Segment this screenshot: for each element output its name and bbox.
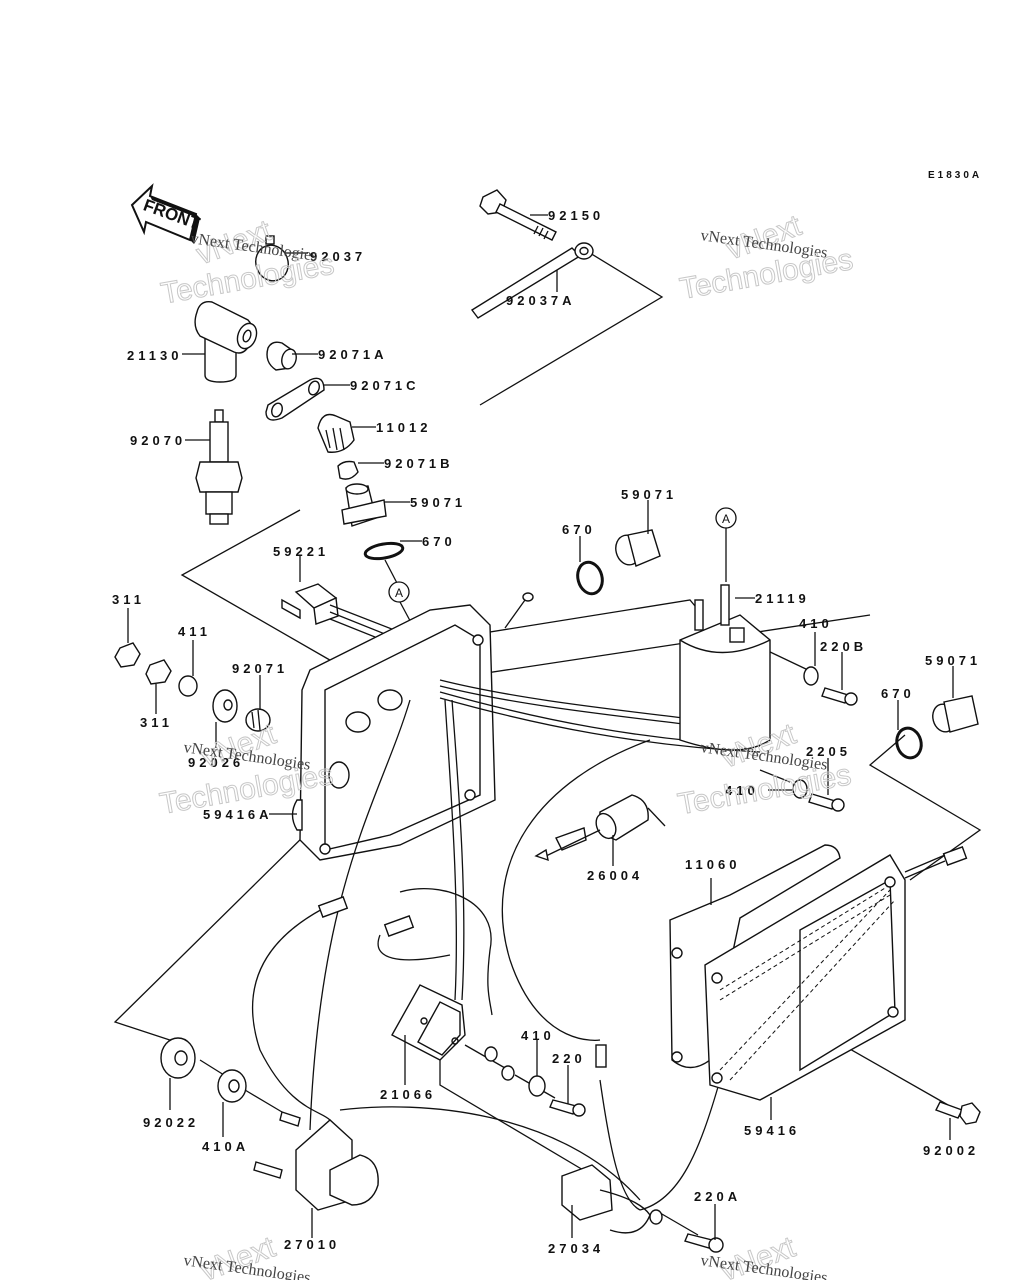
part-59071-fitting-b (615, 529, 661, 567)
part-410-washer-a (803, 666, 819, 686)
connector-a (317, 896, 349, 918)
label-27010: 27010 (284, 1237, 340, 1252)
label-2205: 2205 (806, 744, 851, 759)
part-11012-cap (317, 413, 355, 453)
part-labels: 92037 92150 92037A 21130 92071A 92071C 1… (112, 208, 981, 1256)
part-670-oring-a (363, 541, 405, 561)
svg-text:Technologies: Technologies (675, 758, 853, 821)
part-92070-spark-plug (195, 409, 243, 525)
connector-b (383, 915, 415, 937)
reference-marker-a-right: A (715, 507, 737, 582)
part-92037a-strap (470, 242, 594, 319)
watermark-top-right: vNext vNext Technologies Technologies (677, 208, 856, 306)
label-27034: 27034 (548, 1241, 604, 1256)
label-21066: 21066 (380, 1087, 436, 1102)
label-11060: 11060 (685, 857, 740, 872)
part-670-oring-c (895, 726, 923, 760)
label-59416a: 59416A (203, 807, 273, 822)
label-670-b: 670 (562, 522, 596, 537)
label-92022: 92022 (143, 1115, 199, 1130)
label-59071-c: 59071 (925, 653, 981, 668)
label-59221: 59221 (273, 544, 329, 559)
part-410-washer-c (528, 1075, 546, 1097)
part-92026-grommet (212, 689, 238, 723)
label-92026: 92026 (188, 755, 244, 770)
label-670-a: 670 (422, 534, 456, 549)
label-21130: 21130 (127, 348, 182, 363)
part-92022-washer (160, 1037, 196, 1079)
part-220a-bolt (684, 1233, 724, 1253)
part-410-washer-b (792, 779, 808, 799)
connector-c (595, 1044, 607, 1068)
part-92071-grommet (245, 708, 271, 732)
part-59071-fitting-c (932, 695, 979, 733)
part-411-washer (178, 675, 198, 697)
label-26004: 26004 (587, 868, 643, 883)
label-92071b: 92071B (384, 456, 454, 471)
part-59416a-housing (291, 592, 534, 861)
part-311-nut-a (114, 642, 141, 668)
part-21119-ignition-coil (679, 584, 771, 751)
part-92002-bolt (935, 1101, 981, 1125)
part-92071c-plate (265, 377, 325, 421)
label-410-a: 410 (799, 616, 833, 631)
label-311-a: 311 (112, 592, 145, 607)
reference-marker-a-left: A (388, 581, 410, 603)
svg-text:A: A (722, 512, 730, 526)
part-670-oring-b (576, 560, 604, 596)
part-220b-bolt (821, 687, 858, 706)
part-27034-relay (561, 1164, 663, 1234)
part-92037-clamp (255, 235, 289, 282)
watermarks: vNext vNext Technologies Technologies vN… (157, 208, 856, 1280)
label-92037a: 92037A (506, 293, 576, 308)
label-92071: 92071 (232, 661, 288, 676)
label-410-c: 410 (521, 1028, 555, 1043)
label-670-c: 670 (881, 686, 915, 701)
part-311-nut-b (145, 659, 172, 685)
svg-text:A: A (395, 586, 403, 600)
label-59071-b: 59071 (621, 487, 677, 502)
part-59221-connector (281, 583, 421, 656)
label-220a: 220A (694, 1189, 741, 1204)
label-410-b: 410 (725, 783, 759, 798)
label-92070: 92070 (130, 433, 186, 448)
part-59416-cover (704, 846, 968, 1101)
label-92150: 92150 (548, 208, 604, 223)
label-11012: 11012 (376, 420, 431, 435)
part-410a-washer (217, 1069, 247, 1103)
part-2205-bolt (808, 793, 845, 812)
watermark-bottom-right: vNext vNext Technologies (699, 1230, 828, 1280)
label-311-b: 311 (140, 715, 173, 730)
label-92071c: 92071C (350, 378, 420, 393)
label-411: 411 (178, 624, 211, 639)
label-92037: 92037 (310, 249, 366, 264)
label-59416: 59416 (744, 1123, 800, 1138)
wire-harness (252, 679, 761, 1211)
label-21119: 21119 (755, 591, 810, 606)
svg-text:Technologies: Technologies (158, 248, 336, 311)
label-92002: 92002 (923, 1143, 979, 1158)
part-59071-fitting-a (341, 483, 387, 527)
label-59071-a: 59071 (410, 495, 466, 510)
label-220b: 220B (820, 639, 867, 654)
drawing-code: E1830A (928, 170, 982, 181)
part-92150-bolt (479, 189, 557, 241)
label-410a: 410A (202, 1139, 249, 1154)
part-21066-rectifier (391, 984, 515, 1081)
label-92071a: 92071A (318, 347, 388, 362)
part-26004-sensor (534, 794, 666, 862)
part-92071b-grommet (337, 460, 359, 480)
part-27010-solenoid (253, 1111, 379, 1211)
part-92071a-grommet (266, 341, 297, 371)
label-220: 220 (552, 1051, 586, 1066)
part-21130-plug-cap (194, 301, 258, 383)
